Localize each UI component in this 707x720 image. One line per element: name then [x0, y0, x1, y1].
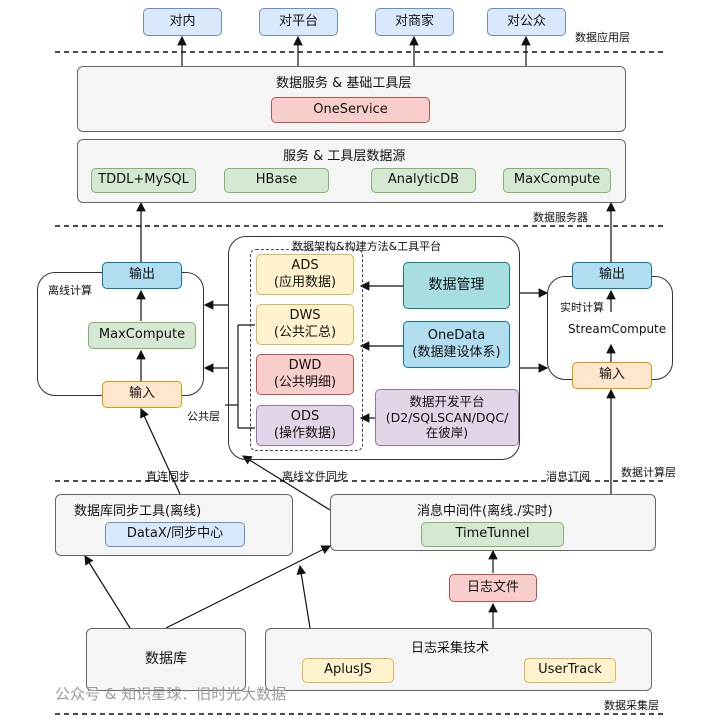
tool-dev-platform: 数据开发平台 (D2/SQLSCAN/DQC/ 在彼岸) [375, 389, 519, 446]
source-hbase: HBase [224, 168, 329, 193]
layer-ads: ADS (应用数据) [256, 254, 354, 295]
platform-frame [228, 236, 520, 460]
edge-label-offline-file-sync: 离线文件同步 [282, 470, 348, 483]
watermark: 公众号 & 知识星球：旧时光大数据 [55, 685, 287, 703]
offline-compute-label: 离线计算 [48, 284, 92, 297]
edge-label-msg-subscribe: 消息订阅 [546, 470, 590, 483]
source-tddl-mysql: TDDL+MySQL [91, 168, 196, 193]
warehouse-layers-group [250, 249, 363, 451]
realtime-output-box: 输出 [572, 262, 652, 289]
layer-label-collect: 数据采集层 [604, 699, 659, 712]
arrows [84, 35, 616, 629]
aplusjs-box: AplusJS [302, 658, 394, 683]
datax-box: DataX/同步中心 [105, 522, 245, 547]
log-collect-title: 日志采集技术 [411, 641, 490, 656]
layer-label-app: 数据应用层 [575, 31, 630, 44]
realtime-compute-label: 实时计算 [560, 301, 604, 314]
common-layer-label: 公共层 [187, 410, 220, 423]
database-box: 数据库 [86, 628, 246, 691]
source-maxcompute: MaxCompute [503, 168, 611, 193]
offline-input-box: 输入 [102, 381, 182, 408]
db-sync-title: 数据库同步工具(离线) [74, 504, 202, 519]
realtime-input-box: 输入 [572, 362, 652, 389]
layer-dws: DWS (公共汇总) [256, 304, 354, 345]
data-service-title: 数据服务 & 基础工具层 [276, 76, 412, 91]
common-bracket [225, 324, 255, 429]
layer-ods: ODS (操作数据) [256, 405, 354, 446]
mq-title: 消息中间件(离线./实时) [417, 504, 553, 519]
offline-maxcompute-box: MaxCompute [88, 322, 196, 349]
source-analyticdb: AnalyticDB [371, 168, 476, 193]
layer-label-compute: 数据计算层 [621, 466, 676, 479]
data-source-title: 服务 & 工具层数据源 [283, 149, 406, 164]
app-platform: 对平台 [259, 8, 338, 36]
timetunnel-box: TimeTunnel [421, 522, 564, 547]
tool-onedata: OneData (数据建设体系) [403, 321, 510, 368]
app-merchant: 对商家 [375, 8, 454, 36]
usertrack-box: UserTrack [524, 658, 616, 683]
layer-dwd: DWD (公共明细) [256, 354, 354, 395]
edge-label-direct-sync: 直连同步 [146, 470, 190, 483]
oneservice-box: OneService [271, 97, 430, 123]
app-internal: 对内 [143, 8, 222, 36]
app-public: 对公众 [487, 8, 566, 36]
log-file-box: 日志文件 [449, 574, 537, 602]
layer-dividers [55, 51, 665, 715]
offline-output-box: 输出 [102, 262, 182, 289]
realtime-streamcompute: StreamCompute [568, 322, 667, 336]
tool-data-management: 数据管理 [403, 262, 510, 309]
layer-label-service: 数据服务器 [533, 211, 588, 224]
